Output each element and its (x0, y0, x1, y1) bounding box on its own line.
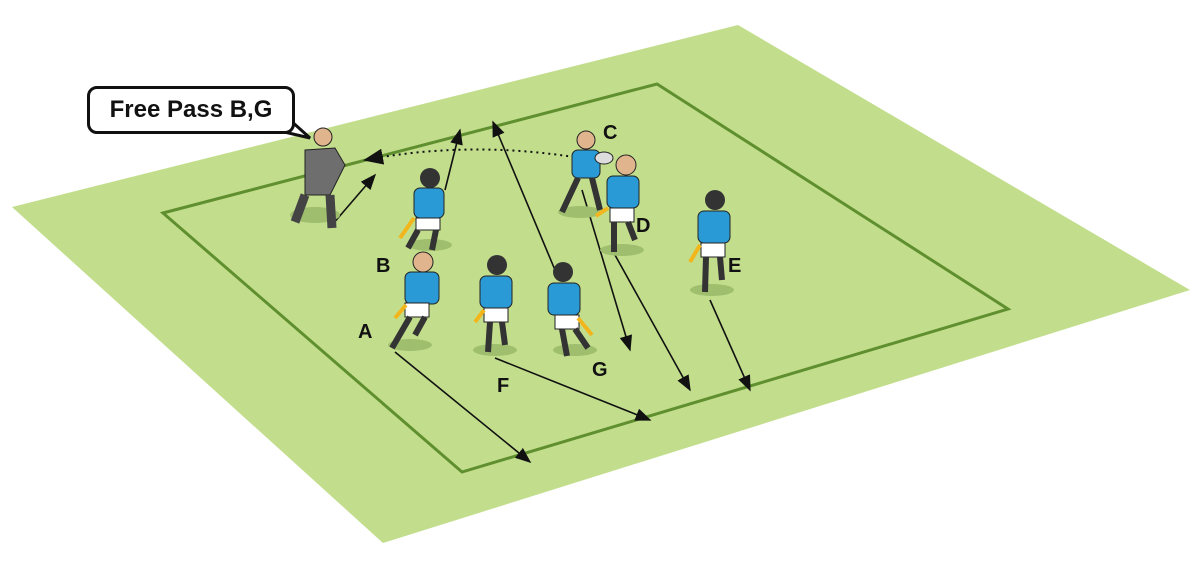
label-d: D (636, 215, 650, 237)
player-a (388, 251, 440, 351)
player-d (600, 154, 644, 256)
player-f (473, 255, 517, 356)
player-e (690, 190, 734, 296)
coach-callout: Free Pass B,G (87, 86, 295, 134)
label-e: E (728, 255, 741, 277)
flag-tags (393, 206, 702, 337)
player-b (405, 168, 452, 251)
label-g: G (592, 359, 608, 381)
label-b: B (376, 255, 390, 277)
label-a: A (358, 321, 372, 343)
playing-area-boundary (159, 82, 1012, 474)
player-g (547, 262, 597, 357)
player-c (558, 130, 614, 218)
label-c: C (603, 122, 617, 144)
pass-line (363, 148, 581, 165)
coach (290, 127, 346, 229)
label-f: F (497, 375, 509, 397)
